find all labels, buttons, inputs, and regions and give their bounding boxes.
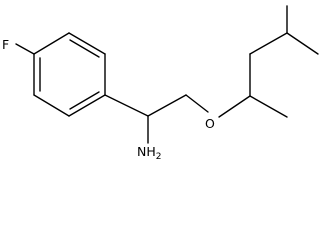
benzene-ring xyxy=(33,32,106,117)
ring-bond-c3-c4 xyxy=(68,94,106,117)
ring-double-bond-a xyxy=(69,39,100,58)
bond-ch2-o xyxy=(185,94,209,113)
bond-ch-ch2 xyxy=(147,94,187,117)
bond-ring-ch xyxy=(104,94,149,117)
bond-ch-methyl xyxy=(249,95,288,118)
amine-label: NH2 xyxy=(137,144,161,162)
bond-ch2-ch-branch xyxy=(249,32,288,55)
fluorine-label: F xyxy=(2,37,9,52)
ring-bond-c1-c2 xyxy=(68,32,106,55)
oxygen-label: O xyxy=(205,116,215,131)
bond-branch-methyl-right xyxy=(286,32,319,55)
ring-bond-c4-c5 xyxy=(33,94,70,117)
ring-bond-c6-c1 xyxy=(33,32,70,55)
ring-double-bond-b xyxy=(69,91,100,110)
structure-diagram: F NH2 O xyxy=(2,5,319,162)
bond-o-ch xyxy=(218,95,251,118)
bond-c-f xyxy=(15,43,35,55)
